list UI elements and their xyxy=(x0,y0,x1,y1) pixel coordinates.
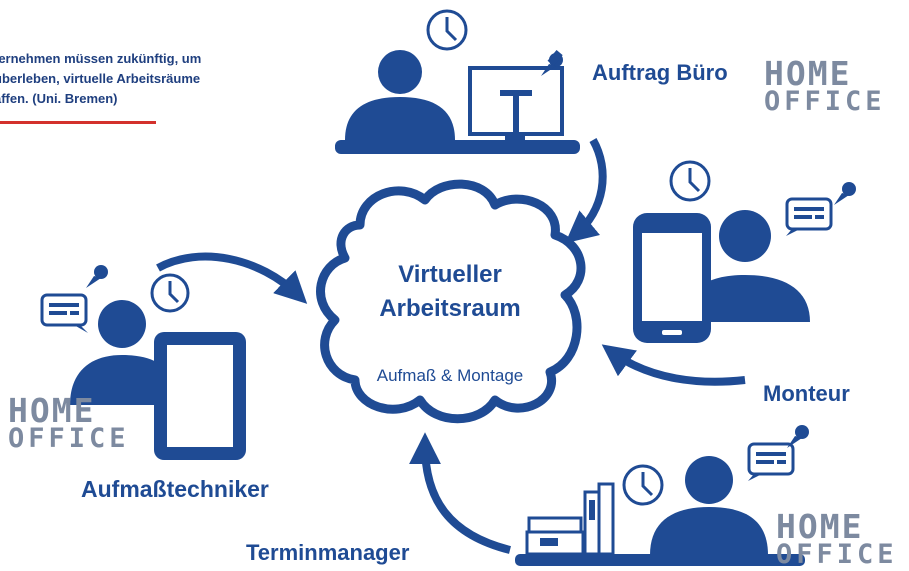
quote-text: ternehmen müssen zukünftig, um überleben… xyxy=(0,49,264,109)
cloud-title-line-1: Virtueller xyxy=(398,261,502,288)
home-office-line1: HOME xyxy=(776,507,864,546)
arrow-from-monteur xyxy=(601,344,746,386)
clock-icon xyxy=(426,9,468,51)
arrow-from-aufmass xyxy=(156,252,308,304)
clock-icon xyxy=(622,464,664,506)
chat-bubble-icon xyxy=(40,293,88,333)
arrow-from-auftrag xyxy=(565,138,607,244)
cloud-title-line-2: Arbeitsraum xyxy=(379,295,521,322)
person-icon xyxy=(685,210,810,322)
chat-bubble-icon xyxy=(785,197,833,236)
monteur-figure xyxy=(633,160,856,343)
cloud-subtitle: Aufmaß & Montage xyxy=(376,366,524,385)
quote-line-2: überleben, virtuelle Arbeitsräume xyxy=(0,71,201,86)
aufmasstechniker-figure xyxy=(40,265,246,460)
quote-underline xyxy=(0,121,156,124)
books-icon xyxy=(525,482,615,556)
tablet-icon xyxy=(154,332,246,460)
home-office-line2: OFFICE xyxy=(8,423,130,454)
smartphone-icon xyxy=(633,213,711,343)
home-office-line2: OFFICE xyxy=(764,86,886,117)
label-monteur: Monteur xyxy=(763,381,850,406)
label-aufmasstechniker: Aufmaßtechniker xyxy=(81,476,269,502)
label-terminmanager: Terminmanager xyxy=(246,540,410,565)
home-office-line1: HOME xyxy=(764,54,852,93)
pin-icon xyxy=(86,265,108,288)
auftrag-buero-figure xyxy=(335,9,580,154)
pin-icon xyxy=(787,425,809,448)
person-icon xyxy=(70,300,175,405)
person-icon xyxy=(345,50,455,140)
clock-icon xyxy=(669,160,711,202)
terminmanager-figure xyxy=(515,425,809,566)
pin-icon xyxy=(834,182,856,205)
clock-icon xyxy=(150,273,190,313)
monitor-icon xyxy=(468,66,564,142)
chat-bubble-icon xyxy=(747,442,795,481)
label-auftrag-buero: Auftrag Büro xyxy=(592,60,728,85)
home-office-badge-left: HOME OFFICE xyxy=(8,394,130,452)
home-office-badge-bottom: HOME OFFICE xyxy=(776,510,898,568)
home-office-line2: OFFICE xyxy=(776,539,898,570)
pin-icon xyxy=(541,50,563,76)
quote-line-3: affen. (Uni. Bremen) xyxy=(0,91,118,106)
home-office-badge-top: HOME OFFICE xyxy=(764,57,886,115)
quote-line-1: ternehmen müssen zukünftig, um xyxy=(0,51,202,66)
cloud-title: Virtueller Arbeitsraum xyxy=(350,258,550,326)
cloud-icon xyxy=(316,179,586,424)
arrow-from-termin xyxy=(409,432,511,554)
person-icon xyxy=(650,456,768,555)
home-office-line1: HOME xyxy=(8,391,96,430)
